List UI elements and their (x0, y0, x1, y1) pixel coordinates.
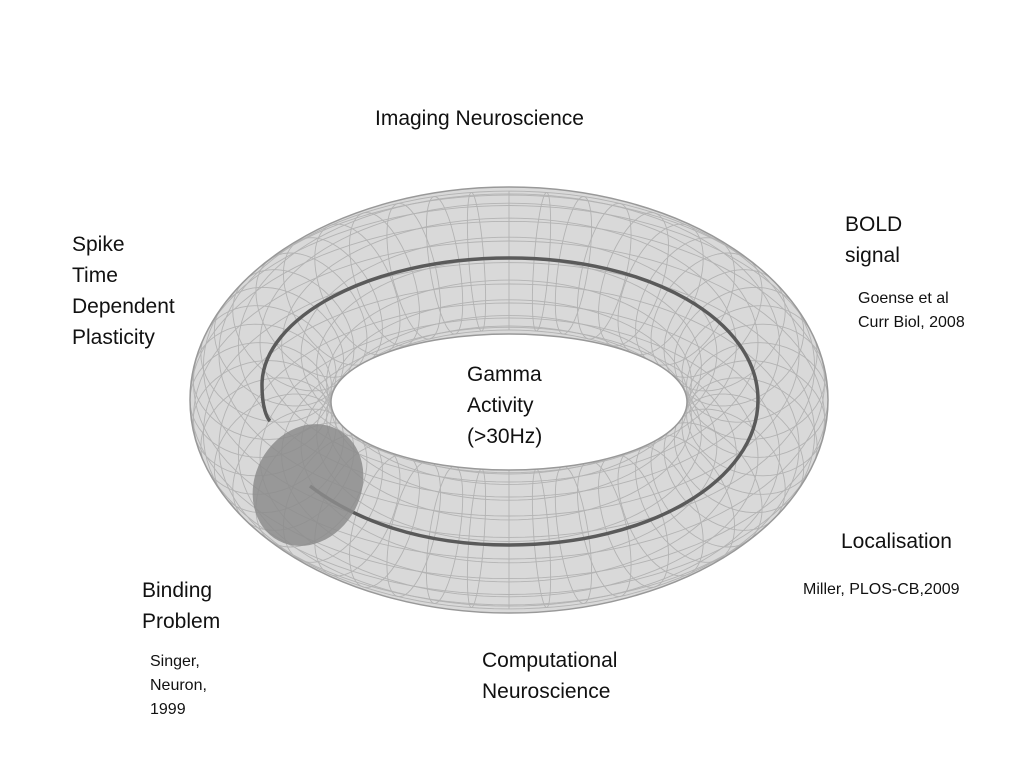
ref-miller: Miller, PLOS-CB,2009 (803, 581, 960, 598)
goense-line: Goense et al (858, 290, 949, 307)
mesh-parallel (326, 279, 692, 485)
mesh-parallel (329, 299, 689, 501)
bold-line: BOLD (845, 213, 903, 236)
torus-outer-edge (189, 186, 829, 614)
orbit-path (260, 256, 760, 547)
mesh-parallel (259, 317, 759, 598)
cross-section-disc (252, 424, 364, 546)
bold-line: signal (845, 244, 900, 267)
computational-line: Computational (482, 649, 618, 672)
mesh-parallel (218, 283, 800, 610)
label-binding-problem: Binding Problem (142, 575, 220, 637)
center-line: (>30Hz) (467, 425, 543, 448)
title-imaging-neuroscience: Imaging Neuroscience (375, 107, 584, 130)
label-localisation: Localisation (841, 530, 952, 553)
singer-line: Neuron, (150, 677, 207, 694)
ref-goense: Goense et al Curr Biol, 2008 (858, 287, 965, 335)
mesh-parallel (259, 202, 759, 483)
singer-line: Singer, (150, 653, 200, 670)
center-gamma-activity: Gamma Activity (>30Hz) (467, 359, 542, 452)
goense-line: Curr Biol, 2008 (858, 314, 965, 331)
mesh-parallel (192, 205, 826, 560)
label-computational-neuroscience: Computational Neuroscience (482, 645, 617, 707)
stdp-line: Time (72, 264, 118, 287)
center-line: Gamma (467, 363, 542, 386)
stdp-line: Spike (72, 233, 125, 256)
binding-line: Problem (142, 610, 221, 633)
center-line: Activity (467, 394, 534, 417)
mesh-parallel (190, 220, 828, 580)
mesh-parallel (237, 302, 781, 607)
mesh-parallel (192, 240, 826, 595)
ref-singer: Singer, Neuron, 1999 (150, 650, 207, 722)
singer-line: 1999 (150, 701, 186, 718)
stdp-line: Dependent (72, 295, 175, 318)
binding-line: Binding (142, 579, 213, 602)
torus-inner-edge (330, 333, 688, 471)
computational-line: Neuroscience (482, 680, 611, 703)
mesh-parallel (237, 193, 781, 498)
mesh-parallel (326, 315, 692, 521)
stdp-line: Plasticity (72, 326, 155, 349)
mesh-parallel (218, 190, 800, 517)
label-stdp: Spike Time Dependent Plasticity (72, 229, 175, 353)
label-bold-signal: BOLD signal (845, 209, 902, 271)
